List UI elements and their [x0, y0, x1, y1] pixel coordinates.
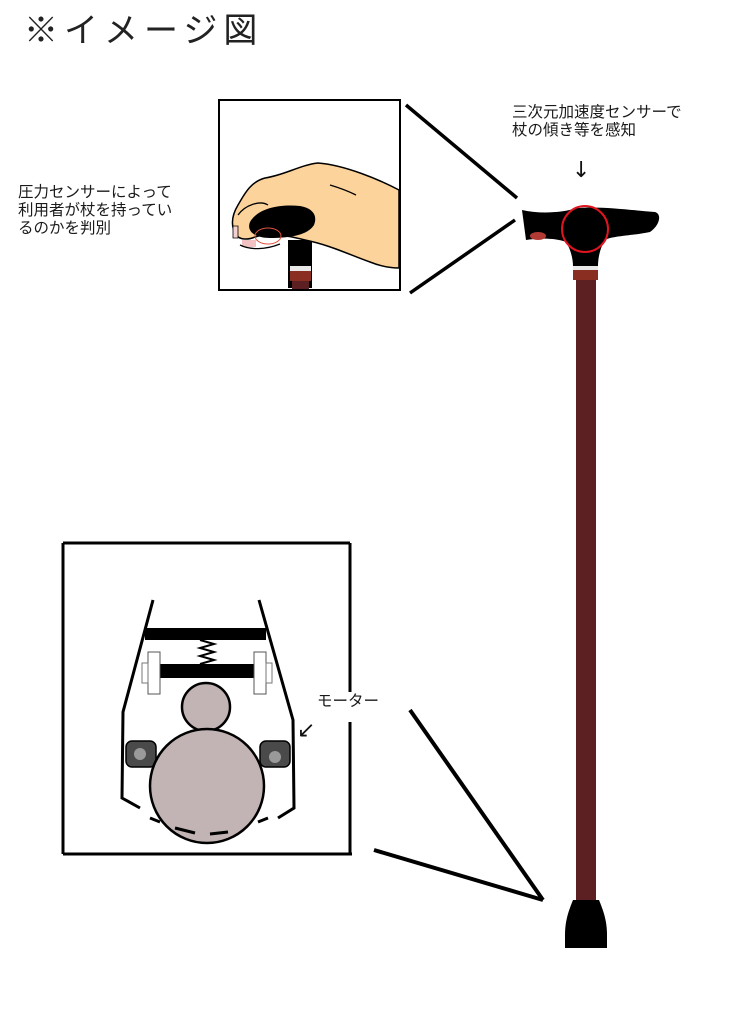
arrow-down-left-icon: ↙ [297, 718, 316, 743]
connector-line [404, 103, 519, 200]
diagram-title: ※イメージ図 [24, 11, 264, 51]
hand-grip-inset [218, 99, 401, 291]
connector-line [409, 218, 516, 295]
pressure-sensor-annotation: 圧力センサーによって 利用者が杖を持ってい るのかを判別 [18, 183, 173, 237]
walking-cane [522, 207, 660, 948]
person-body-icon [148, 727, 266, 845]
connector-line [408, 708, 545, 902]
connector-line [373, 848, 544, 902]
accelerometer-marker [561, 205, 609, 253]
motor-annotation: モーター [317, 692, 380, 710]
arrow-down-icon: ↓ [572, 158, 591, 183]
motor-frame-inset [61, 541, 352, 856]
person-head-icon [180, 681, 232, 733]
accelerometer-annotation: 三次元加速度センサーで 杖の傾き等を感知 [512, 103, 682, 139]
pressure-sensor-marker [254, 227, 282, 245]
